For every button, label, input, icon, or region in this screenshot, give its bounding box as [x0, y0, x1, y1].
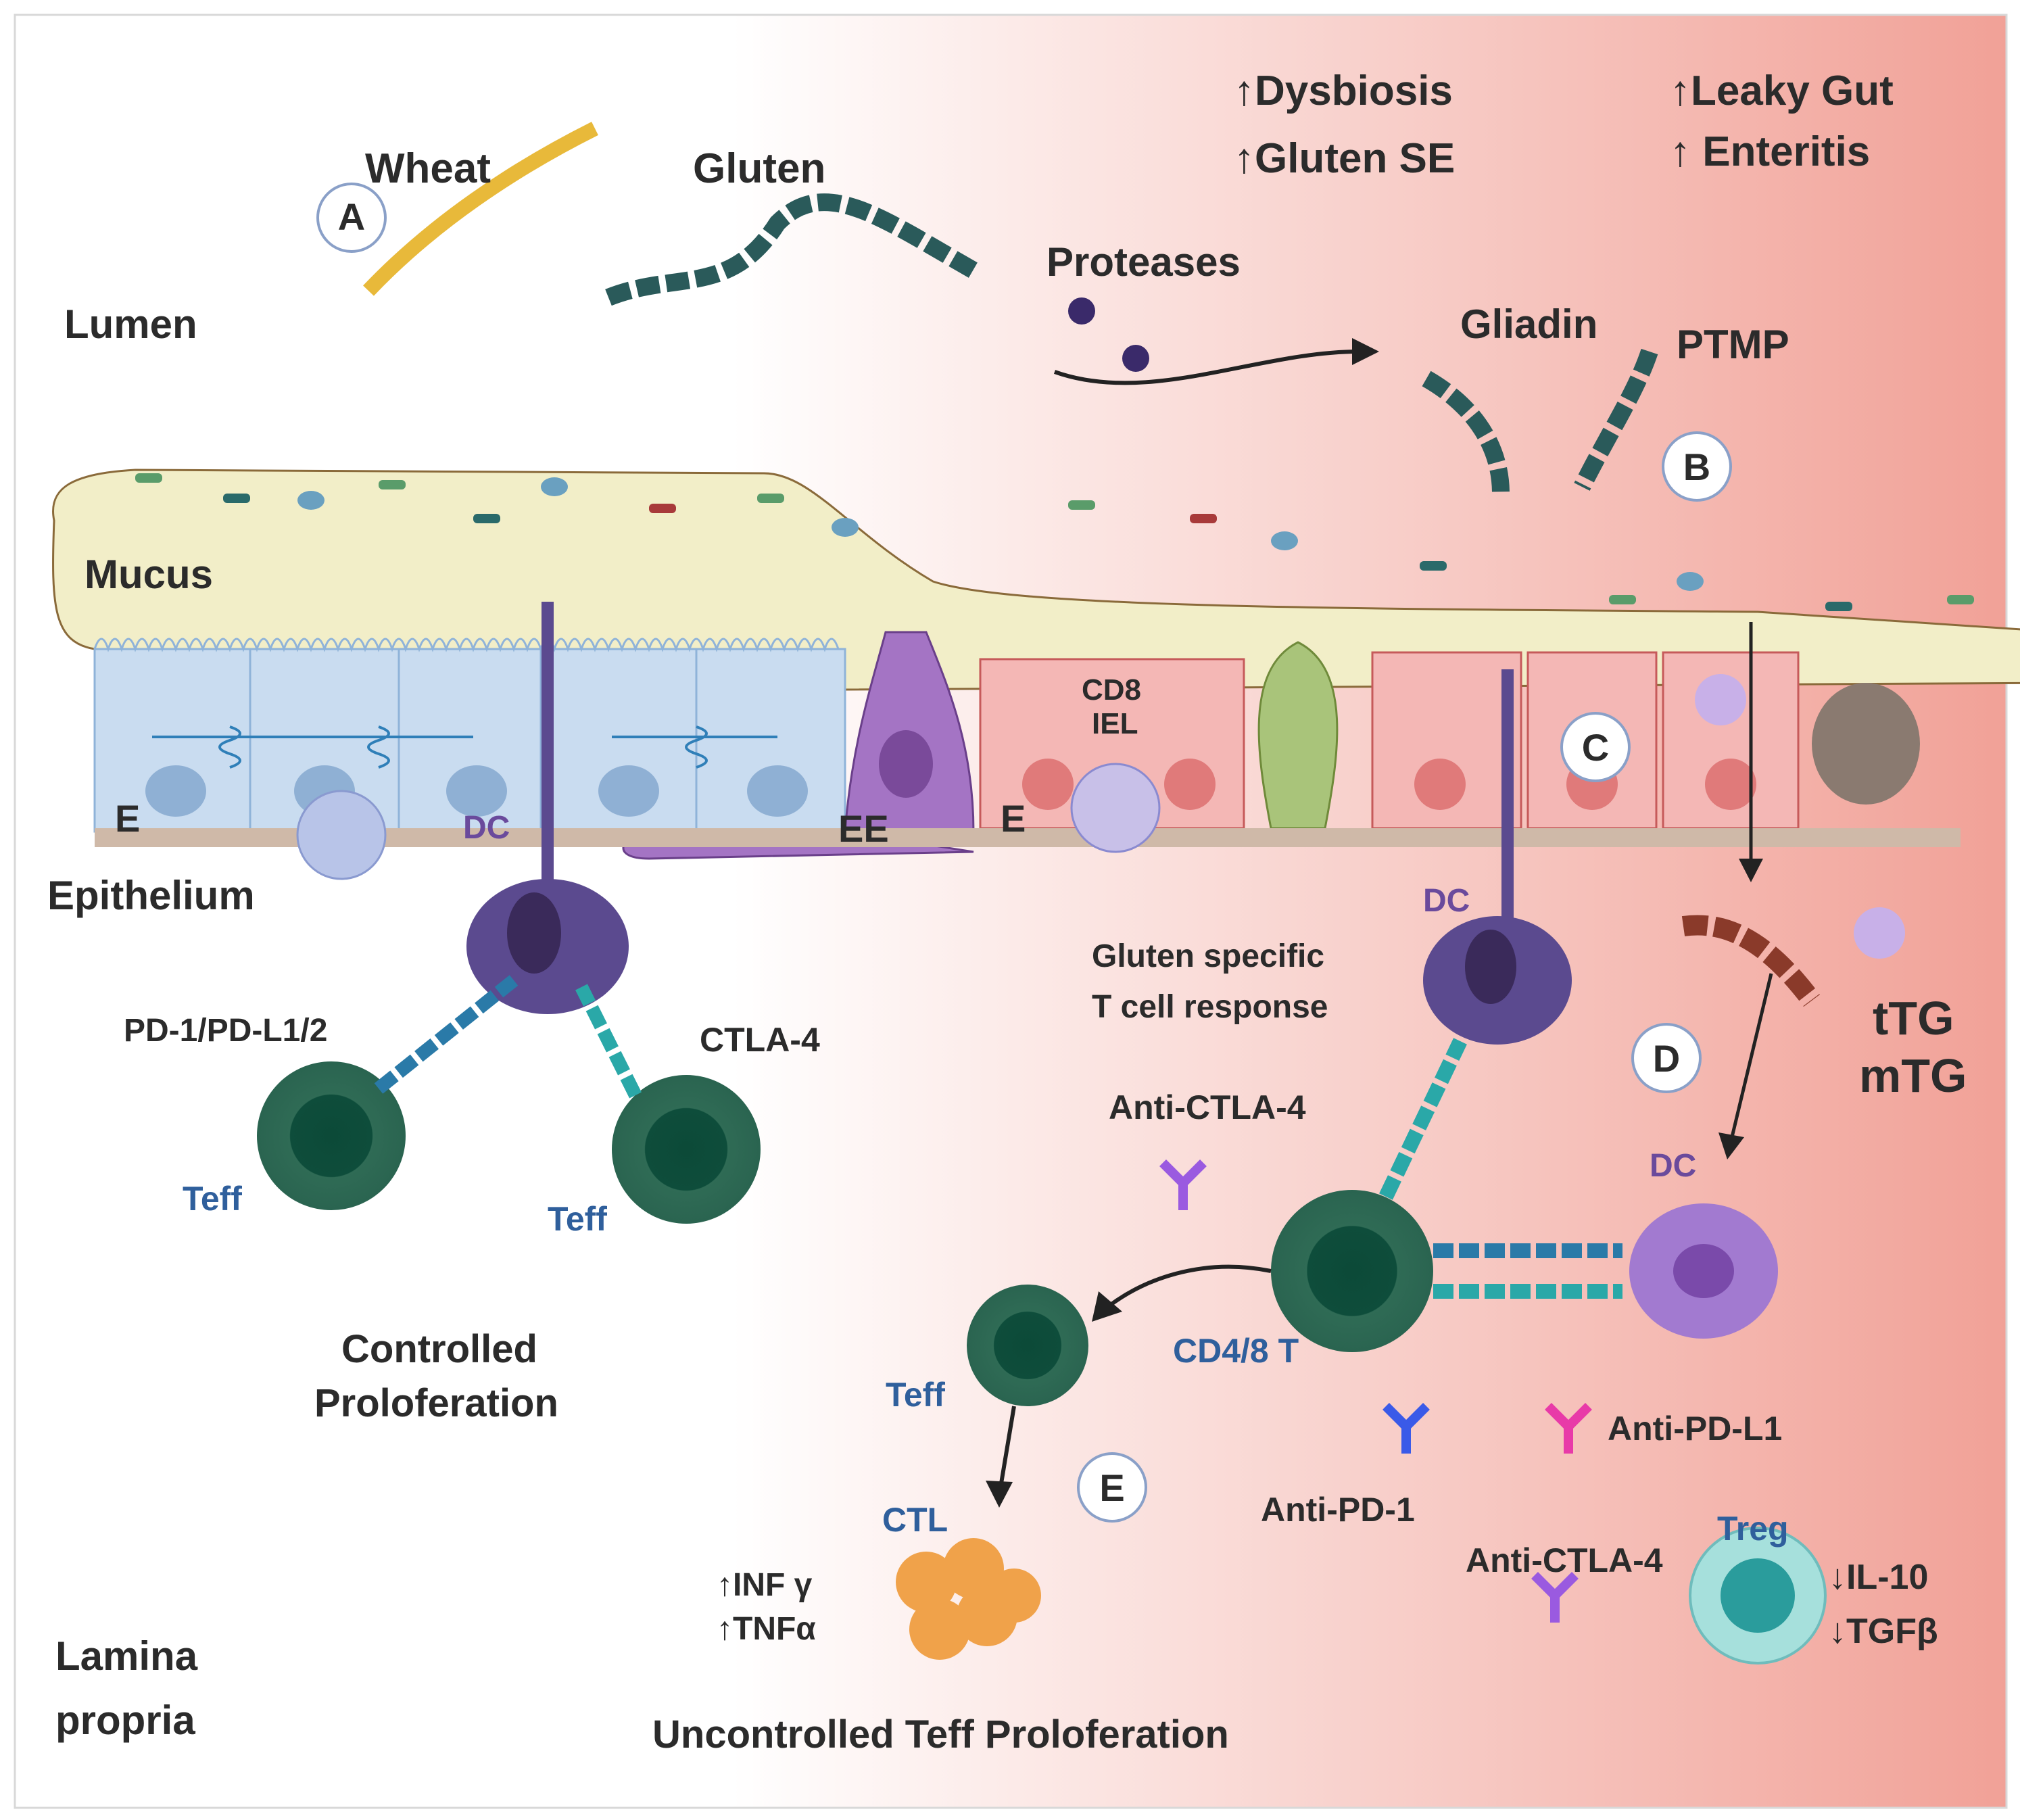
anti-ctla4-bottom-label: Anti-CTLA-4 — [1466, 1541, 1663, 1579]
gluten-specific-label-2: T cell response — [1092, 989, 1328, 1025]
proteases-label: Proteases — [1047, 239, 1241, 285]
differentiation-arrow — [999, 1406, 1016, 1488]
tgfb-label: ↓TGFβ — [1829, 1612, 1938, 1651]
ctl-cluster — [896, 1538, 1041, 1660]
mucus-label: Mucus — [85, 552, 213, 597]
enteritis-label: ↑ Enteritis — [1670, 128, 1870, 175]
teff-cell-left1 — [257, 1061, 406, 1210]
ee-label: EE — [838, 807, 889, 850]
e-right-label: E — [1001, 797, 1026, 840]
ttg-label: tTG — [1873, 992, 1954, 1045]
dysbiosis-label: ↑Dysbiosis — [1234, 68, 1453, 114]
step-e-badge: E — [1077, 1452, 1147, 1523]
step-e-label: E — [1099, 1466, 1124, 1509]
step-c-label: C — [1582, 726, 1609, 769]
step-a-label: A — [338, 195, 365, 238]
ptmp-label: PTMP — [1677, 322, 1789, 367]
gluten-se-label: ↑Gluten SE — [1234, 135, 1455, 182]
ttg-enzyme-icon — [1854, 907, 1905, 959]
protease-icon — [1068, 297, 1095, 325]
dendritic-cell-right — [1423, 669, 1572, 1045]
ctla4-label: CTLA-4 — [700, 1021, 820, 1059]
basement-membrane — [95, 828, 1961, 847]
tnfa-label: ↑TNFα — [717, 1611, 816, 1647]
cd8-label: CD8 — [1082, 673, 1141, 707]
microbiota — [135, 473, 1974, 611]
anti-ctla4-antibody-icon — [1531, 1572, 1579, 1623]
step-b-badge: B — [1662, 431, 1732, 502]
pd1-pdl-label: PD-1/PD-L1/2 — [124, 1013, 327, 1049]
gluten-specific-label-1: Gluten specific — [1092, 938, 1324, 974]
cd48t-label: CD4/8 T — [1173, 1332, 1299, 1370]
controlled-label-1: Controlled — [341, 1327, 537, 1371]
teff-cell-mid — [967, 1285, 1088, 1406]
treg-label: Treg — [1717, 1510, 1789, 1548]
receptor-bridge — [1379, 1038, 1467, 1200]
anti-pdl1-label: Anti-PD-L1 — [1608, 1410, 1782, 1447]
lamina-propria-label-2: propria — [55, 1698, 195, 1743]
dendritic-cell-lower-nucleus — [1673, 1244, 1734, 1298]
modified-gluten-chain — [1681, 915, 1820, 1007]
teff-left2-label: Teff — [548, 1200, 607, 1238]
step-b-label: B — [1683, 446, 1710, 488]
proliferation-arrow — [1101, 1264, 1272, 1314]
mtg-label: mTG — [1859, 1049, 1967, 1102]
arrow-head-icon — [986, 1481, 1013, 1508]
leaky-gut-label: ↑Leaky Gut — [1670, 68, 1894, 114]
epithelium-label: Epithelium — [47, 873, 255, 918]
dc-right-label: DC — [1423, 883, 1470, 919]
ttg-enzyme-icon — [1695, 674, 1746, 725]
step-a-badge: A — [316, 183, 387, 253]
arrow-head-icon — [1718, 1132, 1744, 1159]
antigen-arrow — [1729, 973, 1773, 1143]
gluten-label: Gluten — [693, 145, 825, 192]
iel-label: IEL — [1092, 707, 1138, 740]
dc-lower-label: DC — [1650, 1148, 1696, 1184]
anti-pdl1-antibody-icon — [1545, 1403, 1592, 1454]
lamina-propria-label-1: Lamina — [55, 1633, 198, 1679]
infg-label: ↑INF γ — [717, 1567, 813, 1603]
inflamed-epithelium — [979, 641, 1920, 830]
arrow-head-icon — [1739, 859, 1763, 882]
uncontrolled-label: Uncontrolled Teff Proloferation — [652, 1713, 1229, 1756]
dc-left-label: DC — [463, 810, 510, 846]
cd8-iel-cell — [1070, 763, 1161, 853]
ptmp-chain — [1574, 348, 1658, 491]
anti-ctla4-top-label: Anti-CTLA-4 — [1109, 1088, 1306, 1126]
il10-label: ↓IL-10 — [1829, 1558, 1928, 1597]
teff-cell-left2 — [612, 1075, 761, 1224]
gliadin-chain — [1422, 370, 1510, 494]
step-d-label: D — [1653, 1037, 1680, 1080]
e-left-label: E — [115, 797, 140, 840]
step-d-badge: D — [1631, 1023, 1702, 1093]
healthy-epithelium — [93, 638, 846, 833]
anti-ctla4-antibody-icon — [1159, 1159, 1207, 1210]
arrow-head-icon — [1092, 1291, 1122, 1322]
gliadin-label: Gliadin — [1460, 302, 1597, 347]
intraepithelial-lymphocyte-left — [296, 790, 387, 880]
lumen-label: Lumen — [64, 302, 197, 347]
wheat-icon — [363, 122, 598, 296]
treg-nucleus — [1721, 1558, 1795, 1633]
gluten-chain — [605, 193, 978, 306]
teff-left1-label: Teff — [183, 1180, 242, 1218]
cd48-t-cell — [1271, 1190, 1433, 1352]
wheat-label: Wheat — [365, 145, 491, 192]
arrow-head-icon — [1352, 338, 1379, 365]
receptor-bridge — [575, 984, 642, 1099]
receptor-bridge — [374, 975, 519, 1094]
background-panel — [14, 14, 2008, 1809]
step-c-badge: C — [1560, 712, 1631, 782]
ctl-label: CTL — [882, 1501, 948, 1539]
protease-arrow — [1053, 350, 1360, 385]
protease-icon — [1122, 345, 1149, 372]
controlled-label-2: Proloferation — [314, 1381, 558, 1425]
anti-pd1-antibody-icon — [1382, 1403, 1430, 1454]
anti-pd1-label: Anti-PD-1 — [1261, 1491, 1415, 1529]
teff-mid-label: Teff — [886, 1376, 945, 1414]
